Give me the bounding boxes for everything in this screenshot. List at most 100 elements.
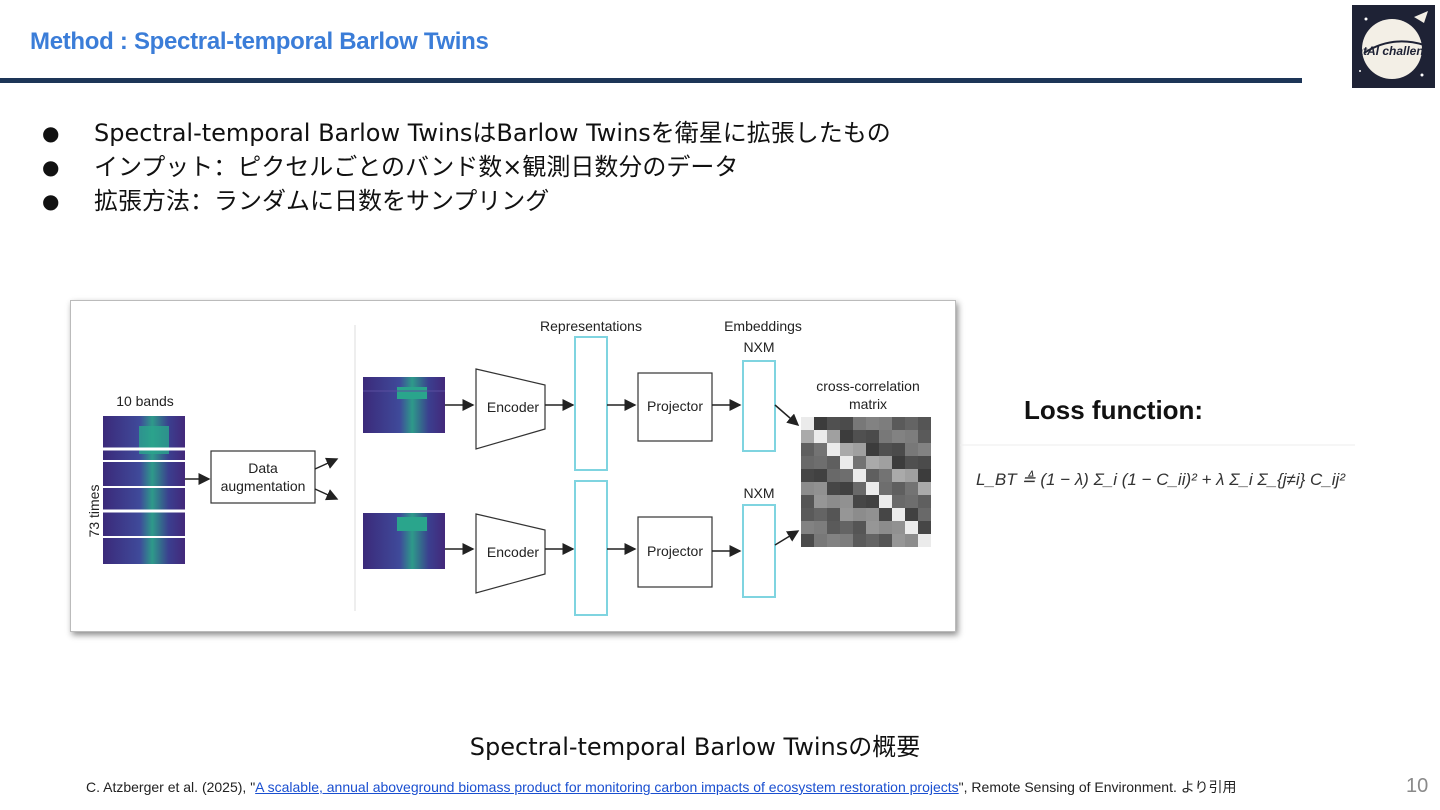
matrix-cell <box>905 495 918 508</box>
loss-heading: Loss function: <box>1024 395 1203 425</box>
loss-formula: L_BT ≜ (1 − λ) Σ_i (1 − C_ii)² + λ Σ_i Σ… <box>976 470 1346 489</box>
matrix-cell <box>866 443 879 456</box>
matrix-cell <box>879 469 892 482</box>
bullet-text: インプット：ピクセルごとのバンド数×観測日数分のデータ <box>94 153 739 181</box>
embedding-bottom <box>742 504 776 598</box>
matrix-cell <box>905 534 918 547</box>
matrix-cell <box>840 482 853 495</box>
matrix-cell <box>879 521 892 534</box>
barlow-twins-diagram: 10 bands 73 times Data augmentation Enco… <box>70 300 956 632</box>
citation-suffix: ", Remote Sensing of Environment. より引用 <box>958 779 1237 795</box>
matrix-cell <box>801 534 814 547</box>
matrix-cell <box>840 456 853 469</box>
matrix-cell <box>905 482 918 495</box>
citation-link[interactable]: A scalable, annual aboveground biomass p… <box>255 779 959 795</box>
matrix-cell <box>840 534 853 547</box>
augmentation-label-2: augmentation <box>221 478 306 494</box>
bullet-dot: ● <box>42 121 60 145</box>
times-label: 73 times <box>86 485 102 538</box>
bullet-text: Spectral-temporal Barlow TwinsはBarlow Tw… <box>94 119 891 147</box>
matrix-cell <box>853 456 866 469</box>
matrix-cell <box>814 430 827 443</box>
embeddings-label: Embeddings <box>724 318 802 334</box>
matrix-cell <box>905 417 918 430</box>
encoder-label-bottom: Encoder <box>487 544 539 560</box>
matrix-cell <box>918 430 931 443</box>
matrix-cell <box>827 482 840 495</box>
bullet-item: ●拡張方法：ランダムに日数をサンプリング <box>42 184 891 218</box>
matrix-cell <box>879 482 892 495</box>
matrix-cell <box>814 508 827 521</box>
matrix-cell <box>827 443 840 456</box>
bullet-item: ● Spectral-temporal Barlow TwinsはBarlow T… <box>42 116 891 150</box>
matrix-cell <box>814 456 827 469</box>
encoder-label-top: Encoder <box>487 399 539 415</box>
loss-function-panel: Loss function: L_BT ≜ (1 − λ) Σ_i (1 − C… <box>960 385 1355 515</box>
matrix-cell <box>827 430 840 443</box>
matrix-cell <box>918 469 931 482</box>
matrix-cell <box>866 456 879 469</box>
matrix-cell <box>814 495 827 508</box>
augmentation-label-1: Data <box>248 460 278 476</box>
matrix-cell <box>853 482 866 495</box>
figure-caption: Spectral-temporal Barlow Twinsの概要 <box>469 733 921 761</box>
matrix-cell <box>840 495 853 508</box>
matrix-cell <box>814 443 827 456</box>
matrix-cell <box>892 534 905 547</box>
matrix-cell <box>801 443 814 456</box>
matrix-cell <box>866 534 879 547</box>
matrix-cell <box>879 508 892 521</box>
matrix-cell <box>866 482 879 495</box>
matrix-cell <box>866 430 879 443</box>
view-heatmap-top <box>363 377 445 433</box>
matrix-cell <box>879 534 892 547</box>
matrix-cell <box>853 443 866 456</box>
matrix-cell <box>879 417 892 430</box>
logo-text: SatAI challenge <box>1352 44 1435 58</box>
matrix-cell <box>892 417 905 430</box>
bullet-dot: ● <box>42 155 60 179</box>
matrix-cell <box>892 456 905 469</box>
matrix-cell <box>892 521 905 534</box>
slide-title: Method : Spectral-temporal Barlow Twins <box>30 28 489 55</box>
matrix-cell <box>905 521 918 534</box>
satai-logo: SatAI challenge <box>1348 5 1438 88</box>
matrix-label-1: cross-correlation <box>816 378 919 394</box>
matrix-cell <box>879 443 892 456</box>
matrix-cell <box>801 456 814 469</box>
matrix-cell <box>866 521 879 534</box>
matrix-cell <box>827 495 840 508</box>
matrix-cell <box>866 495 879 508</box>
representation-top <box>574 336 608 471</box>
matrix-cell <box>892 469 905 482</box>
matrix-cell <box>892 508 905 521</box>
cross-correlation-matrix <box>801 417 931 547</box>
matrix-cell <box>905 430 918 443</box>
matrix-cell <box>827 508 840 521</box>
matrix-cell <box>918 417 931 430</box>
matrix-cell <box>853 430 866 443</box>
page-number: 10 <box>1406 775 1429 797</box>
matrix-cell <box>879 495 892 508</box>
matrix-cell <box>853 508 866 521</box>
matrix-cell <box>918 495 931 508</box>
input-heatmap <box>103 416 185 564</box>
matrix-cell <box>905 469 918 482</box>
matrix-cell <box>827 469 840 482</box>
projector-label-top: Projector <box>647 398 703 414</box>
embedding-top <box>742 360 776 452</box>
bullet-item: ● インプット：ピクセルごとのバンド数×観測日数分のデータ <box>42 150 891 184</box>
matrix-cell <box>840 521 853 534</box>
matrix-cell <box>905 508 918 521</box>
matrix-cell <box>918 508 931 521</box>
matrix-cell <box>814 417 827 430</box>
matrix-cell <box>827 521 840 534</box>
matrix-cell <box>918 534 931 547</box>
matrix-cell <box>892 443 905 456</box>
title-rule <box>0 78 1302 83</box>
matrix-cell <box>866 469 879 482</box>
matrix-cell <box>827 534 840 547</box>
matrix-cell <box>866 508 879 521</box>
matrix-cell <box>801 430 814 443</box>
matrix-cell <box>892 482 905 495</box>
